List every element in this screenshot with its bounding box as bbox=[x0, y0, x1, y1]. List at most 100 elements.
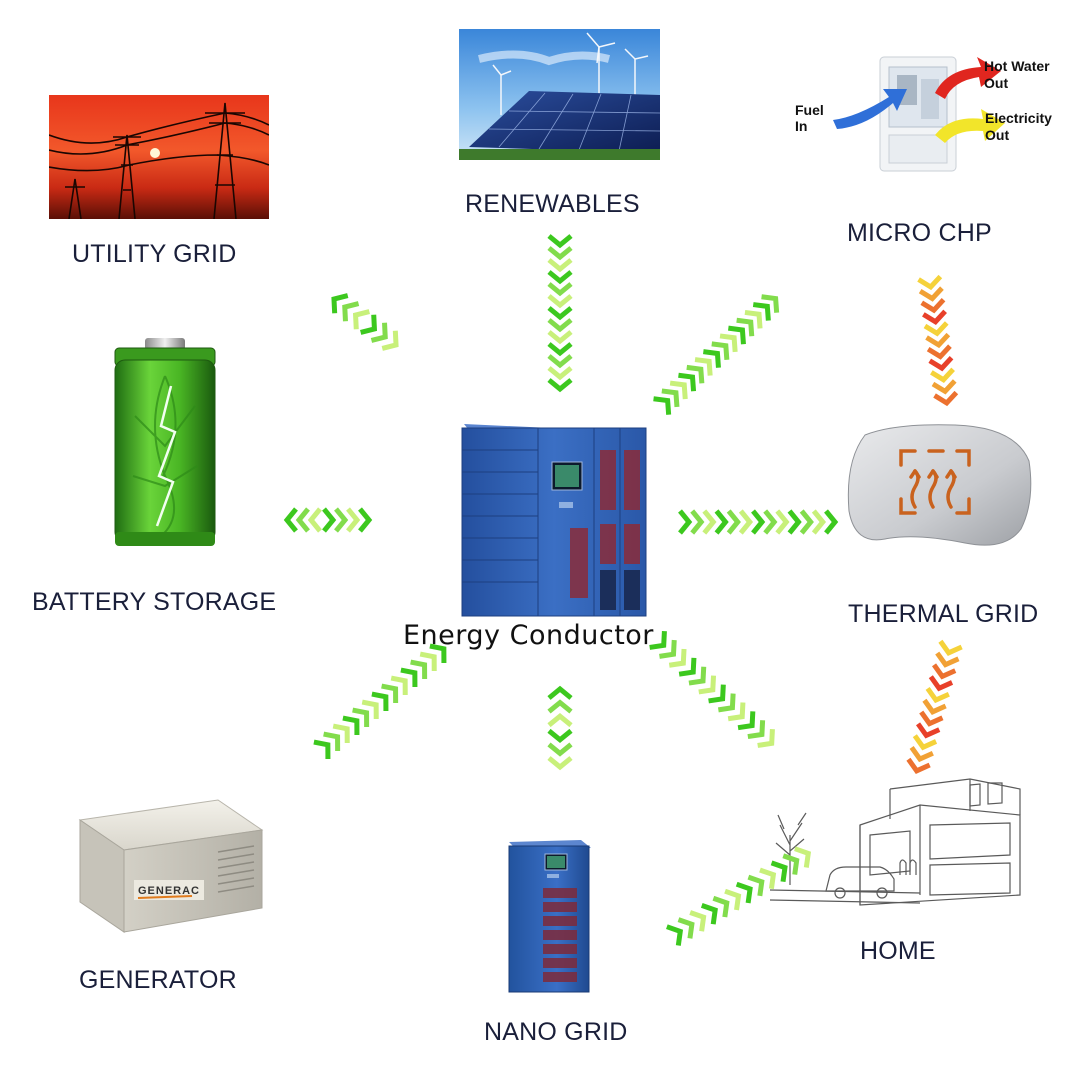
flow-chevron-generator-energy_conductor bbox=[352, 707, 370, 728]
flow-chevron-energy_conductor-home bbox=[649, 631, 667, 650]
flow-chevron-nano_grid-home bbox=[794, 846, 812, 868]
flow-chevron-energy_conductor-home bbox=[708, 684, 726, 704]
chp-electricity-line1: Electricity bbox=[985, 110, 1052, 126]
flow-chevron-generator-energy_conductor bbox=[390, 675, 408, 696]
flow-chevron-micro_chp-thermal_grid bbox=[922, 309, 947, 325]
flow-chevron-energy_conductor-thermal_grid bbox=[751, 509, 766, 535]
flow-chevron-energy_conductor-micro_chp bbox=[686, 364, 705, 384]
flow-chevron-utility_grid-energy_conductor bbox=[352, 309, 370, 330]
chp-hot-water-line2: Out bbox=[984, 75, 1008, 91]
flow-chevron-energy_conductor-thermal_grid bbox=[775, 509, 790, 535]
flow-chevron-nano_grid-home bbox=[700, 903, 718, 925]
flow-chevron-renewables-energy_conductor bbox=[547, 246, 573, 261]
flow-chevron-thermal_grid-home bbox=[909, 746, 934, 763]
flow-chevron-energy_conductor-home bbox=[688, 666, 707, 686]
nano-grid-label: NANO GRID bbox=[484, 1018, 628, 1046]
flow-chevron-thermal_grid-home bbox=[931, 663, 957, 680]
flow-chevron-thermal_grid-home bbox=[906, 757, 931, 774]
flow-chevron-generator-energy_conductor bbox=[381, 683, 399, 704]
flow-chevron-energy_conductor-micro_chp bbox=[719, 333, 738, 353]
flow-chevron-nano_grid-home bbox=[770, 860, 788, 883]
flow-chevron-energy_conductor-home bbox=[737, 711, 756, 731]
thermal-grid-label: THERMAL GRID bbox=[848, 600, 1039, 628]
flow-chevron-battery_storage-energy_conductor bbox=[283, 507, 298, 533]
flow-chevron-energy_conductor-home bbox=[747, 720, 766, 740]
flow-chevron-renewables-energy_conductor bbox=[547, 378, 573, 393]
flow-chevron-energy_conductor-micro_chp bbox=[736, 317, 755, 337]
flow-chevron-nano_grid-home bbox=[759, 867, 777, 890]
flow-chevron-utility_grid-energy_conductor bbox=[360, 314, 378, 335]
flow-chevron-energy_conductor-micro_chp bbox=[669, 380, 688, 400]
flow-chevron-utility_grid-energy_conductor bbox=[381, 330, 399, 351]
flow-chevron-energy_conductor-thermal_grid bbox=[714, 509, 729, 535]
flow-chevron-micro_chp-thermal_grid bbox=[925, 332, 951, 349]
flow-chevron-generator-energy_conductor bbox=[323, 731, 341, 752]
flow-chevron-renewables-energy_conductor bbox=[547, 270, 573, 285]
flow-chevron-energy_conductor-micro_chp bbox=[653, 396, 672, 415]
flow-chevron-thermal_grid-home bbox=[919, 710, 944, 727]
flow-chevron-energy_conductor-nano_grid bbox=[547, 756, 573, 771]
chp-hot-water-line1: Hot Water bbox=[984, 58, 1050, 74]
flow-chevron-generator-energy_conductor bbox=[410, 659, 428, 680]
flow-chevron-utility_grid-energy_conductor bbox=[342, 301, 360, 322]
flow-chevron-generator-energy_conductor bbox=[332, 723, 350, 744]
thermal-grid-image bbox=[845, 421, 1035, 551]
battery-storage-image bbox=[105, 336, 225, 552]
micro-chp-image: Fuel In Hot Water Out Electricity Out bbox=[785, 55, 1075, 175]
flow-chevron-renewables-energy_conductor bbox=[547, 234, 573, 249]
flow-chevron-energy_conductor-nano_grid bbox=[547, 699, 573, 714]
flow-chevron-battery_storage-energy_conductor bbox=[307, 507, 322, 533]
battery-storage-label: BATTERY STORAGE bbox=[32, 588, 277, 616]
flow-chevron-energy_conductor-thermal_grid bbox=[811, 509, 827, 535]
generator-image: GENERAC bbox=[68, 790, 268, 940]
flow-chevron-nano_grid-home bbox=[689, 910, 707, 932]
flow-chevron-battery_storage-energy_conductor bbox=[346, 507, 361, 533]
flow-chevron-nano_grid-home bbox=[747, 874, 765, 897]
flow-chevron-thermal_grid-home bbox=[912, 734, 938, 751]
chp-fuel-in-line1: Fuel bbox=[795, 102, 824, 118]
chp-electricity-line2: Out bbox=[985, 127, 1009, 143]
flow-chevron-micro_chp-thermal_grid bbox=[931, 379, 957, 395]
flow-chevron-renewables-energy_conductor bbox=[547, 366, 573, 381]
flow-chevron-generator-energy_conductor bbox=[400, 667, 418, 688]
flow-chevron-thermal_grid-home bbox=[928, 675, 954, 692]
micro-chp-label: MICRO CHP bbox=[847, 219, 992, 247]
flow-chevron-micro_chp-thermal_grid bbox=[928, 356, 954, 372]
flow-chevron-battery_storage-energy_conductor bbox=[322, 507, 337, 533]
flow-chevron-renewables-energy_conductor bbox=[547, 342, 573, 357]
flow-chevron-nano_grid-home bbox=[677, 917, 695, 939]
flow-chevron-nano_grid-home bbox=[735, 881, 753, 904]
flow-chevron-energy_conductor-home bbox=[757, 729, 775, 748]
flow-chevron-generator-energy_conductor bbox=[419, 651, 437, 672]
flow-chevron-energy_conductor-micro_chp bbox=[761, 294, 780, 313]
flow-chevron-renewables-energy_conductor bbox=[547, 318, 573, 333]
flow-chevron-energy_conductor-home bbox=[659, 639, 677, 659]
flow-chevron-battery_storage-energy_conductor bbox=[295, 507, 310, 533]
flow-chevron-thermal_grid-home bbox=[938, 639, 963, 656]
flow-chevron-micro_chp-thermal_grid bbox=[917, 274, 943, 291]
flow-chevron-energy_conductor-micro_chp bbox=[678, 372, 697, 392]
flow-chevron-generator-energy_conductor bbox=[361, 699, 379, 720]
flow-chevron-micro_chp-thermal_grid bbox=[918, 286, 944, 302]
flow-chevron-energy_conductor-home bbox=[727, 702, 746, 722]
flow-chevron-thermal_grid-home bbox=[925, 687, 950, 704]
flow-chevron-nano_grid-home bbox=[724, 888, 742, 911]
flow-chevron-energy_conductor-thermal_grid bbox=[726, 509, 741, 535]
home-image bbox=[770, 775, 1030, 920]
renewables-label: RENEWABLES bbox=[465, 190, 640, 218]
flow-chevron-nano_grid-home bbox=[712, 895, 730, 918]
flow-chevron-energy_conductor-home bbox=[717, 693, 736, 713]
flow-chevron-battery_storage-energy_conductor bbox=[358, 507, 373, 533]
flow-chevron-renewables-energy_conductor bbox=[547, 282, 573, 297]
nano-grid-image bbox=[505, 838, 595, 996]
utility-grid-image bbox=[49, 95, 269, 219]
flow-chevron-energy_conductor-home bbox=[698, 675, 717, 695]
flow-chevron-renewables-energy_conductor bbox=[547, 330, 573, 345]
flow-chevron-energy_conductor-thermal_grid bbox=[690, 509, 705, 535]
flow-chevron-energy_conductor-micro_chp bbox=[728, 325, 746, 345]
flow-chevron-energy_conductor-home bbox=[678, 657, 697, 677]
flow-chevron-thermal_grid-home bbox=[922, 698, 947, 715]
home-label: HOME bbox=[860, 937, 936, 965]
